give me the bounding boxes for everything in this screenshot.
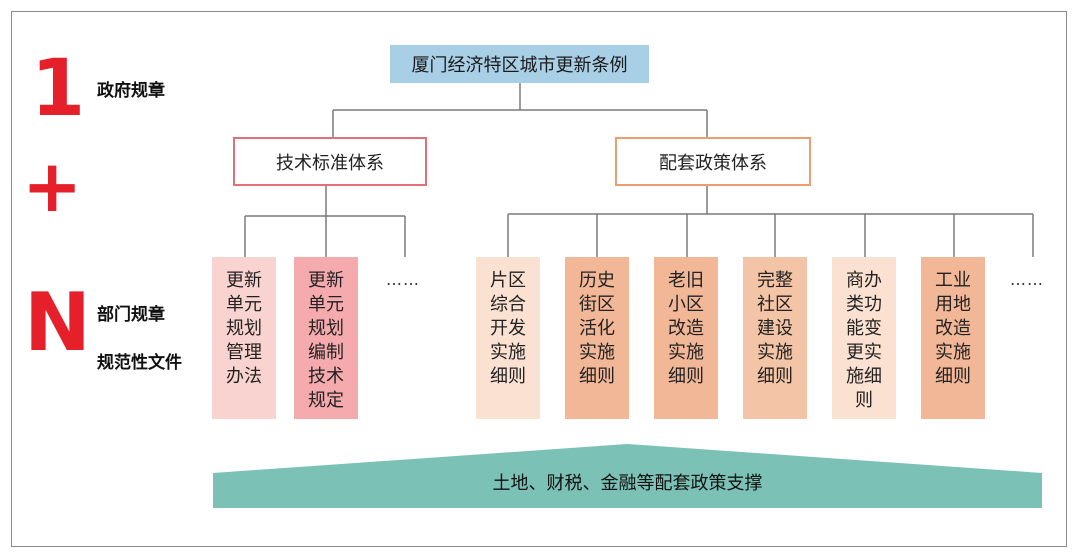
right-item-5: 商办类功 能变更实 施细则 [832,257,896,419]
base-support-label: 土地、财税、金融等配套政策支撑 [492,473,763,494]
policy-system-box: 配套政策体系 [615,137,811,186]
plus-symbol: + [22,144,83,228]
normative-doc-label: 规范性文件 [97,353,182,373]
right-item-3: 老旧小区 改造实施 细则 [654,257,718,419]
tech-standard-box: 技术标准体系 [233,137,427,186]
right-item-4: 完整社区 建设实施 细则 [743,257,807,419]
top-regulation-box: 厦门经济特区城市更新条例 [390,45,649,83]
gov-regulation-label: 政府规章 [97,81,165,101]
diagram-frame [11,11,1067,547]
right-ellipsis: …… [1010,270,1044,289]
right-item-1: 片区综合 开发实施 细则 [476,257,540,419]
left-item-2: 更新单元 规划编制 技术规定 [294,257,358,419]
base-trapezoid [213,444,1042,508]
one-symbol: 1 [30,44,86,134]
right-item-6: 工业用地 改造实施 细则 [921,257,985,419]
left-ellipsis: …… [386,270,420,289]
dept-regulation-label: 部门规章 [97,305,165,325]
left-item-1: 更新单元 规划管理 办法 [212,257,276,419]
right-item-2: 历史街区 活化实施 细则 [565,257,629,419]
n-symbol: N [24,276,91,369]
